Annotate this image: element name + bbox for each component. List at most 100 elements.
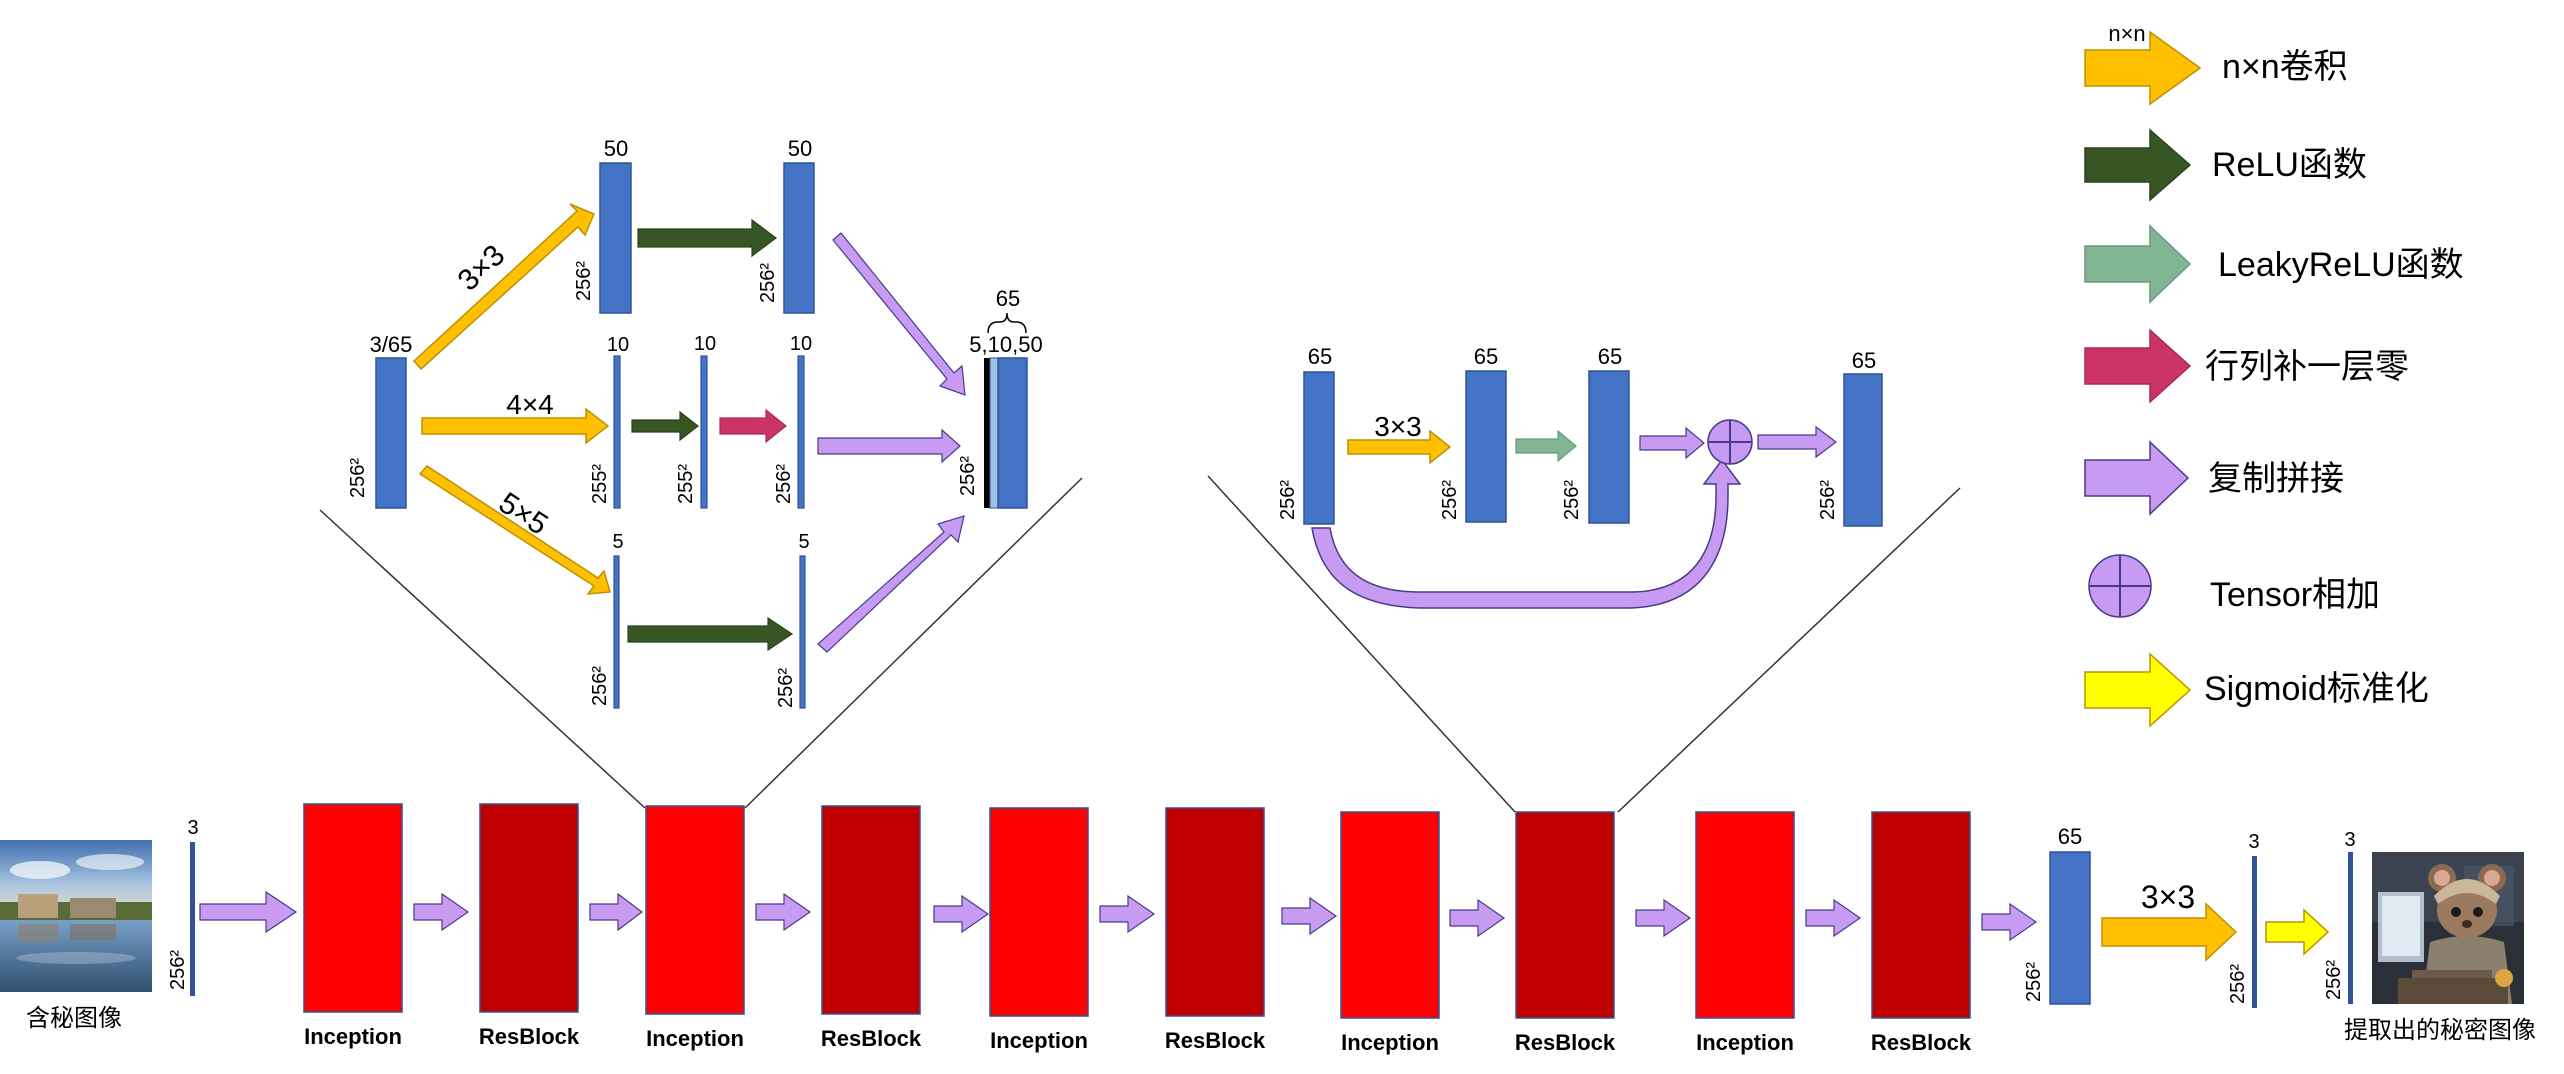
sigmoid-arrow-icon bbox=[2084, 652, 2192, 728]
input-ch: 3 bbox=[187, 817, 198, 839]
pipeline: 含秘图像 3 256² Inception ResBlock Inception… bbox=[26, 803, 2536, 1055]
branch1-relu-arrow bbox=[637, 218, 777, 258]
conv-arrow-icon bbox=[2084, 30, 2202, 106]
sig-out-size: 256² bbox=[2323, 960, 2345, 1000]
block-3-label: ResBlock bbox=[821, 1026, 922, 1051]
inception-input-channels: 3/65 bbox=[370, 332, 413, 357]
branch1-size-a: 256² bbox=[573, 261, 595, 301]
branch1-tensor-b bbox=[783, 162, 815, 314]
pipeline-arrow bbox=[1449, 898, 1506, 938]
branch2-size-c: 256² bbox=[773, 464, 795, 504]
input-caption: 含秘图像 bbox=[26, 1005, 122, 1032]
res-input-size: 256² bbox=[1277, 480, 1299, 520]
input-image bbox=[0, 840, 152, 992]
res-mid1-ch: 65 bbox=[1474, 344, 1498, 369]
input-size: 256² bbox=[167, 950, 189, 990]
branch1-ch-b: 50 bbox=[788, 136, 812, 161]
leaky-arrow-icon bbox=[2084, 224, 2192, 304]
branch3-ch-a: 5 bbox=[612, 531, 623, 553]
branch2-tensor-a bbox=[613, 355, 621, 509]
pipeline-arrow bbox=[1805, 898, 1862, 938]
inception-detail: 3/65 256² 3×3 50 256² 50 256² 4×4 10 255… bbox=[347, 136, 1043, 709]
branch2-conv-label: 4×4 bbox=[506, 389, 554, 420]
block-9-label: ResBlock bbox=[1871, 1030, 1972, 1055]
block-2-label: Inception bbox=[646, 1026, 744, 1051]
res-leaky-arrow bbox=[1515, 429, 1577, 463]
feature-tensor bbox=[2049, 851, 2091, 1005]
branch1-ch-a: 50 bbox=[604, 136, 628, 161]
skip-connection-arrow bbox=[1311, 458, 1742, 609]
concat-output-part-large bbox=[997, 357, 1028, 509]
pipeline-arrow bbox=[589, 892, 643, 932]
inception-input-size: 256² bbox=[347, 458, 369, 498]
zoom-line bbox=[319, 509, 646, 809]
res-output-tensor bbox=[1843, 373, 1883, 527]
res-mid2-ch: 65 bbox=[1598, 344, 1622, 369]
block-4 bbox=[989, 807, 1089, 1017]
block-1-label: ResBlock bbox=[479, 1024, 580, 1049]
block-8 bbox=[1695, 811, 1795, 1019]
block-2 bbox=[645, 805, 745, 1015]
res-mid2-tensor bbox=[1588, 370, 1630, 524]
res-out-arrow bbox=[1757, 425, 1837, 459]
conv-out-ch: 3 bbox=[2248, 831, 2259, 853]
branch2-conv-arrow bbox=[421, 407, 610, 445]
pipeline-arrow bbox=[1635, 898, 1692, 938]
inception-input-tensor bbox=[375, 357, 407, 509]
branch3-conv-arrow bbox=[418, 465, 611, 595]
pipeline-arrow bbox=[1099, 894, 1156, 934]
concat-output-parts: 5,10,50 bbox=[969, 332, 1042, 357]
branch3-ch-b: 5 bbox=[798, 531, 809, 553]
block-4-label: Inception bbox=[990, 1028, 1088, 1053]
pipeline-arrow bbox=[1281, 896, 1338, 936]
legend-sigmoid-label: Sigmoid标准化 bbox=[2204, 670, 2429, 708]
res-input-tensor bbox=[1303, 371, 1335, 525]
res-input-ch: 65 bbox=[1308, 344, 1332, 369]
legend-leaky-label: LeakyReLU函数 bbox=[2218, 246, 2464, 284]
resblock-detail: 65 256² 3×3 65 256² 65 256² 65 256² bbox=[1277, 344, 1883, 609]
pad-arrow-icon bbox=[2084, 328, 2192, 404]
block-0-label: Inception bbox=[304, 1024, 402, 1049]
block-6 bbox=[1340, 811, 1440, 1019]
pipeline-arrow bbox=[1981, 902, 2038, 942]
concat-arrow-icon bbox=[2084, 440, 2190, 516]
output-caption: 提取出的秘密图像 bbox=[2344, 1017, 2536, 1044]
block-5 bbox=[1165, 807, 1265, 1017]
block-8-label: Inception bbox=[1696, 1030, 1794, 1055]
branch3-tensor-a bbox=[613, 555, 620, 709]
res-output-size: 256² bbox=[1817, 480, 1839, 520]
output-image bbox=[2372, 852, 2524, 1004]
sig-out-tensor bbox=[2348, 852, 2353, 1004]
res-concat-arrow bbox=[1639, 426, 1705, 460]
block-0 bbox=[303, 803, 403, 1013]
res-mid1-size: 256² bbox=[1439, 480, 1461, 520]
pipeline-arrow bbox=[933, 894, 990, 934]
block-3 bbox=[821, 805, 921, 1015]
branch2-tensor-c bbox=[797, 355, 805, 509]
final-conv-arrow bbox=[2101, 902, 2238, 962]
zoom-line bbox=[1617, 487, 1961, 813]
branch1-tensor-a bbox=[599, 162, 632, 314]
res-mid2-size: 256² bbox=[1561, 480, 1583, 520]
block-6-label: Inception bbox=[1341, 1030, 1439, 1055]
sig-out-ch: 3 bbox=[2344, 829, 2355, 851]
block-9 bbox=[1871, 811, 1971, 1019]
branch2-size-b: 255² bbox=[675, 464, 697, 504]
branch2-concat-arrow bbox=[817, 428, 961, 464]
branch1-conv-arrow bbox=[412, 203, 595, 371]
zoom-line bbox=[1207, 475, 1516, 813]
branch2-ch-a: 10 bbox=[607, 334, 629, 356]
relu-arrow-icon bbox=[2084, 128, 2192, 202]
res-conv-arrow bbox=[1347, 429, 1452, 465]
pipeline-arrow bbox=[755, 892, 812, 932]
res-output-ch: 65 bbox=[1852, 348, 1876, 373]
sigmoid-arrow bbox=[2265, 908, 2330, 956]
branch2-size-a: 255² bbox=[589, 464, 611, 504]
branch2-ch-b: 10 bbox=[694, 333, 716, 355]
block-5-label: ResBlock bbox=[1165, 1028, 1266, 1053]
final-conv-label: 3×3 bbox=[2141, 879, 2195, 915]
res-add-icon bbox=[1707, 419, 1753, 465]
concat-output-part-mid bbox=[989, 357, 999, 509]
conv-out-tensor bbox=[2252, 856, 2257, 1008]
